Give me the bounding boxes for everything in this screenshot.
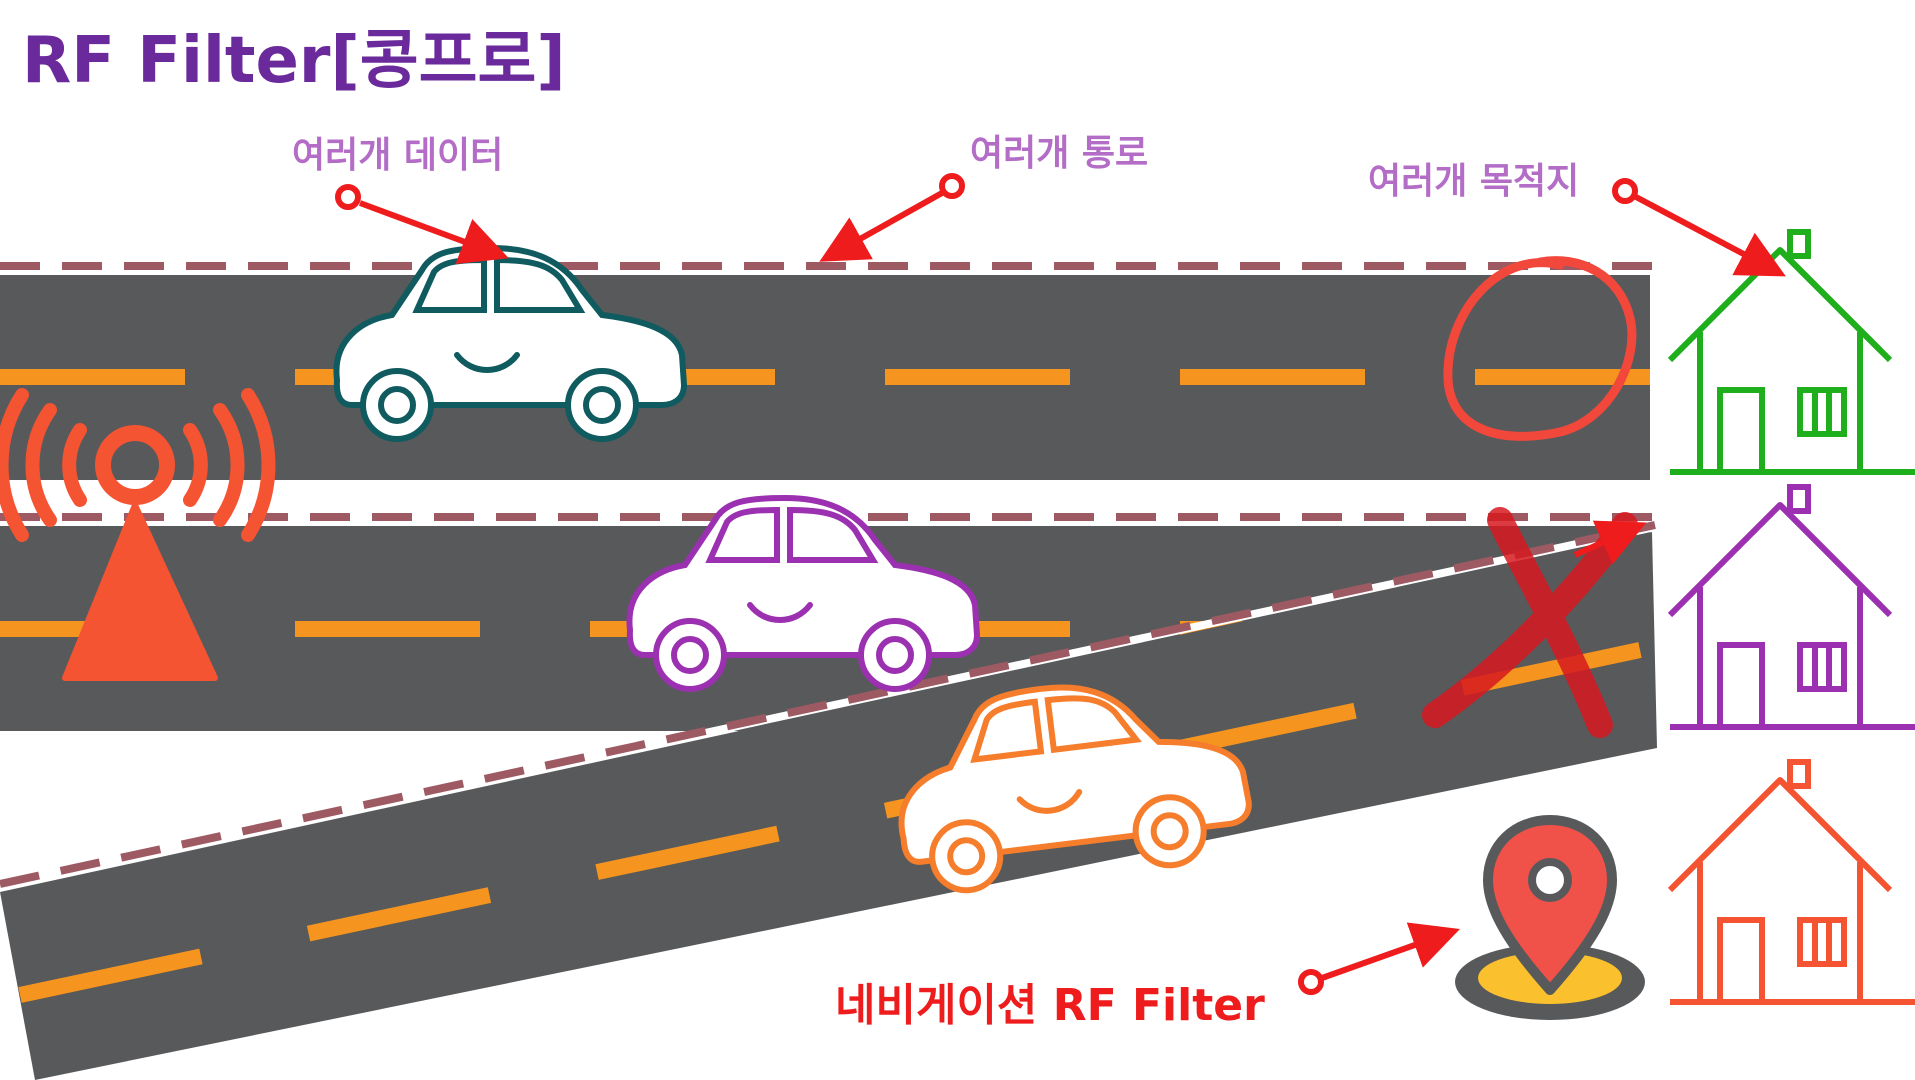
circle-check-mark [1443, 256, 1637, 441]
house-bottom-icon [1670, 762, 1915, 1002]
diagonal-road [0, 521, 1657, 1080]
top-road [0, 262, 1652, 480]
house-middle-icon [1670, 487, 1915, 727]
label-multi-destination: 여러개 목적지 [1368, 161, 1579, 202]
arrow-diagonal-route [1573, 520, 1647, 565]
arrow-navigation [1298, 922, 1460, 995]
arrow-multi-destination [1612, 178, 1786, 277]
label-multi-route: 여러개 통로 [970, 133, 1148, 174]
rf-tower-icon [0, 388, 276, 681]
arrow-multi-data [335, 184, 509, 265]
label-navigation: 네비게이션 RF Filter [835, 980, 1265, 1031]
map-pin-icon [1455, 815, 1645, 1020]
page-title: RF Filter[콩프로] [22, 24, 566, 98]
arrow-multi-route [819, 173, 965, 262]
house-top-icon [1670, 232, 1915, 472]
label-multi-data: 여러개 데이터 [292, 135, 503, 176]
